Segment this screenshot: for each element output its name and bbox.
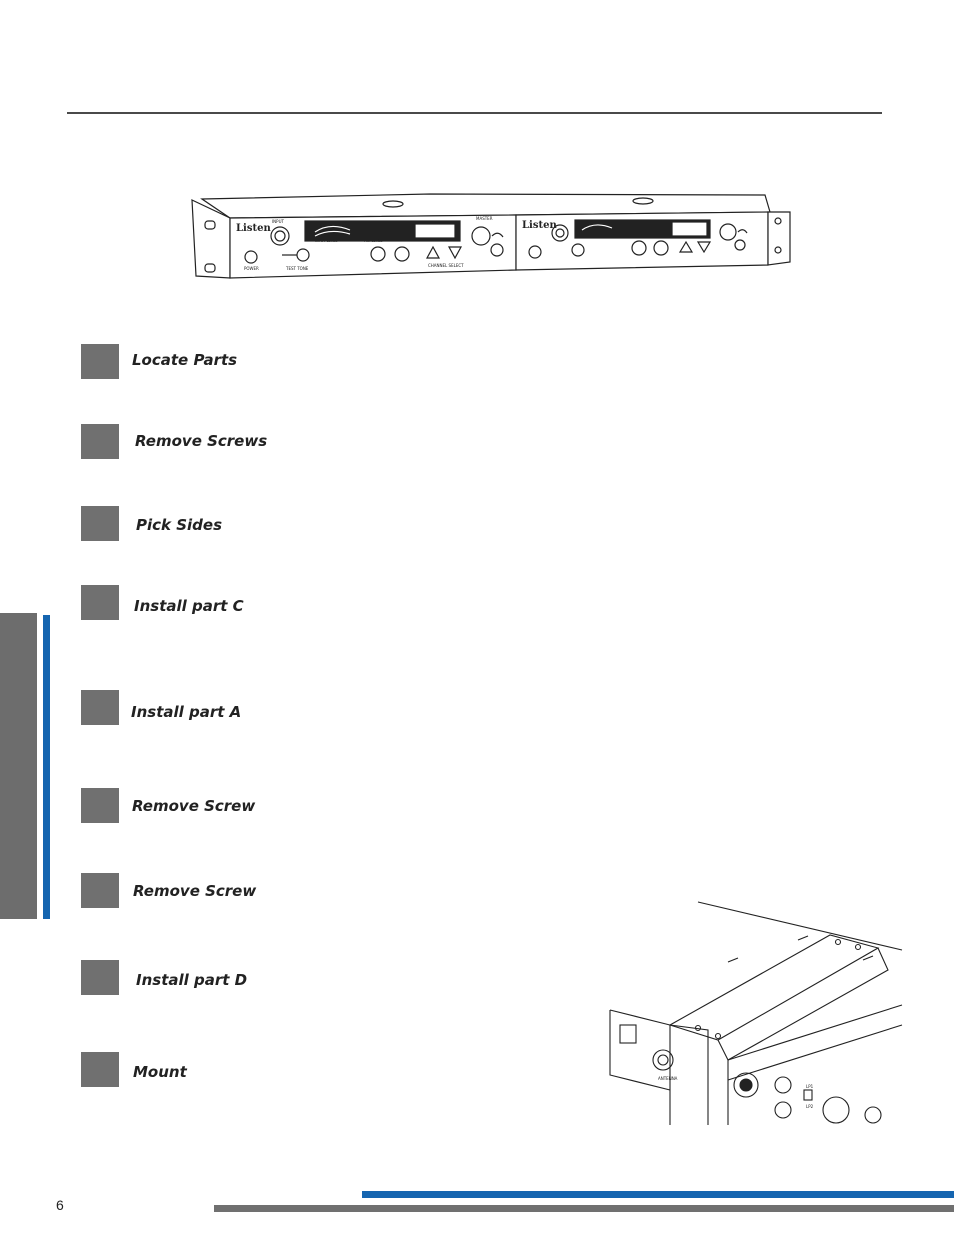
rear-bracket-illustration: ANTENNA LP1 LP2 [609, 901, 903, 1125]
step-5-box [81, 690, 119, 725]
footer-gray-bar [214, 1205, 954, 1212]
svg-text:INPUT LEVEL: INPUT LEVEL [315, 239, 337, 243]
step-9-box [81, 1052, 119, 1087]
step-4-box [81, 585, 119, 620]
svg-text:CHANNEL SELECT: CHANNEL SELECT [428, 263, 464, 268]
step-5-label: Install part A [131, 703, 242, 721]
side-tab [0, 613, 37, 919]
step-7-label: Remove Screw [133, 882, 257, 900]
step-6-label: Remove Screw [132, 797, 256, 815]
svg-text:TEST TONE: TEST TONE [285, 266, 309, 271]
step-2-label: Remove Screws [135, 432, 268, 450]
svg-text:ANTENNA: ANTENNA [658, 1076, 678, 1081]
page-number: 6 [56, 1197, 64, 1213]
step-9-label: Mount [133, 1063, 187, 1081]
step-3-label: Pick Sides [136, 516, 223, 534]
brand-logo-2: Listen [522, 220, 557, 231]
svg-text:POWER: POWER [244, 266, 259, 271]
dual-rack-illustration: Listen Listen INPUT MASTER POWER TEST TO… [191, 193, 791, 279]
svg-text:LP1: LP1 [806, 1084, 814, 1089]
step-8-label: Install part D [136, 971, 248, 989]
svg-text:LP2: LP2 [806, 1104, 814, 1109]
step-1-box [81, 344, 119, 379]
top-rule [67, 112, 882, 114]
step-8-box [81, 960, 119, 995]
step-4-label: Install part C [134, 597, 244, 615]
svg-text:MASTER: MASTER [476, 216, 493, 221]
step-7-box [81, 873, 119, 908]
side-blue-bar [43, 615, 50, 919]
step-2-box [81, 424, 119, 459]
step-3-box [81, 506, 119, 541]
footer-blue-bar [362, 1191, 954, 1198]
svg-text:INPUT: INPUT [272, 219, 285, 224]
step-1-label: Locate Parts [132, 351, 238, 369]
step-6-box [81, 788, 119, 823]
svg-text:MIX LEVEL: MIX LEVEL [364, 239, 382, 243]
brand-logo-1: Listen [236, 223, 271, 234]
